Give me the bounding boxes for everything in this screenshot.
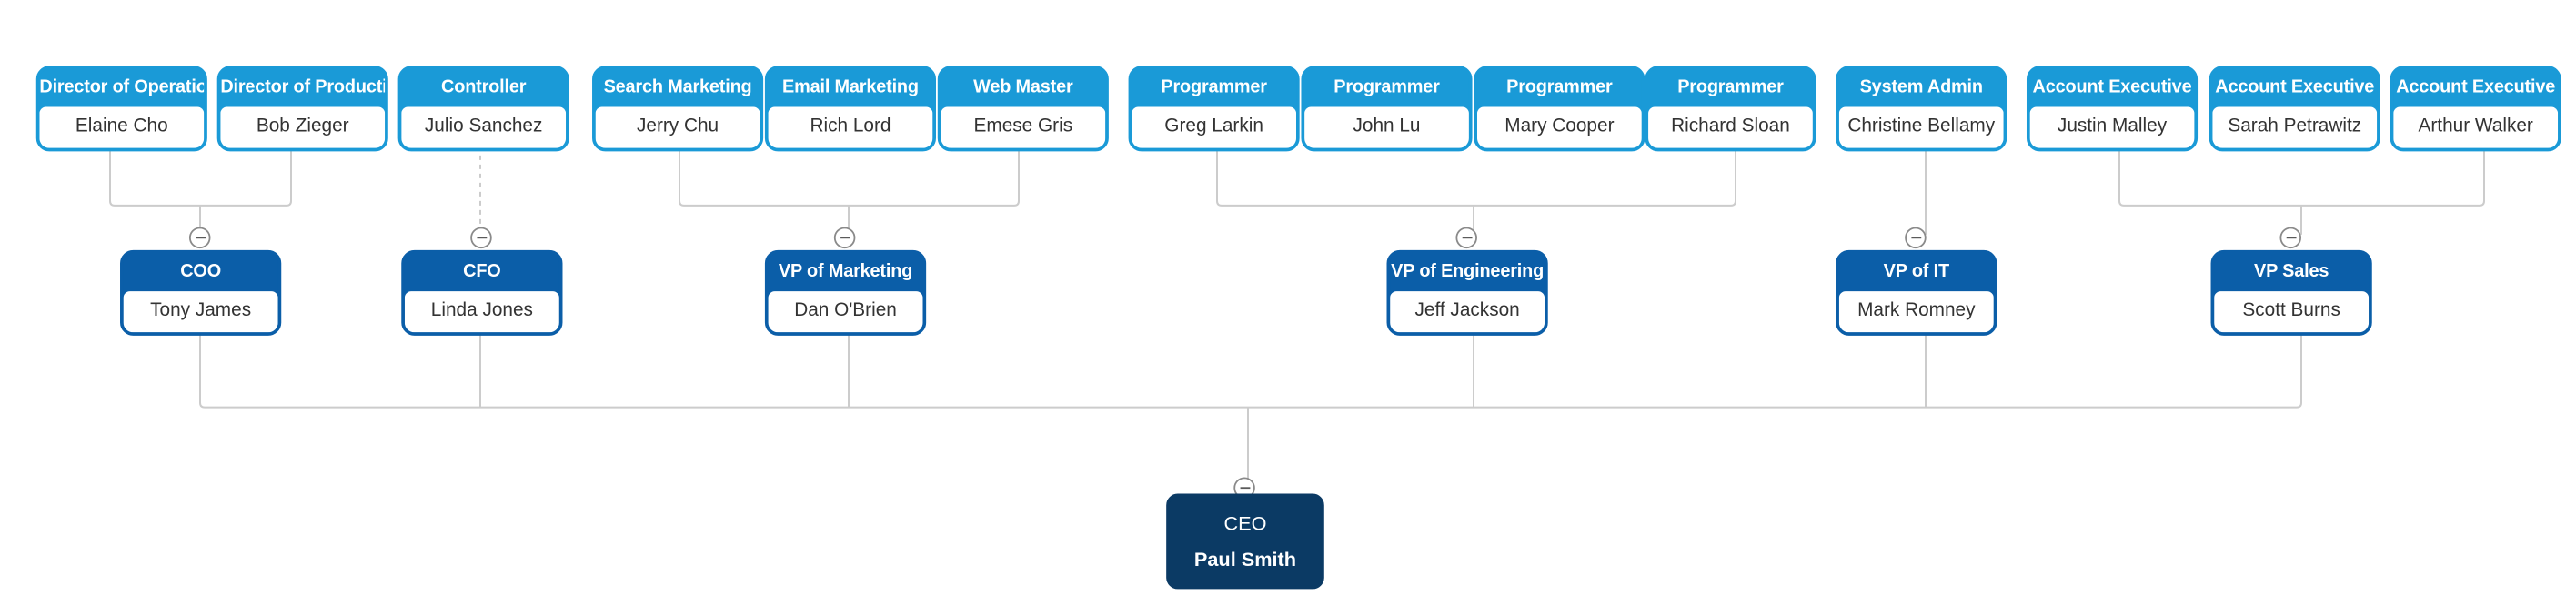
- node-title: Programmer: [1476, 68, 1642, 107]
- node-title: VP of Engineering: [1390, 253, 1545, 292]
- collapse-toggle-vp-sales[interactable]: [2279, 227, 2301, 249]
- node-name: Jeff Jackson: [1390, 291, 1545, 333]
- node-title: Account Executive: [2212, 68, 2378, 107]
- collapse-toggle-vp-engineering[interactable]: [1455, 227, 1477, 249]
- node-title: Programmer: [1648, 68, 1813, 107]
- node-title: CFO: [404, 253, 559, 292]
- node-name: Mark Romney: [1838, 291, 1994, 333]
- node-card-coo[interactable]: COO Tony James: [120, 249, 282, 336]
- node-card-account-executive-2[interactable]: Account Executive Sarah Petrawitz: [2209, 66, 2380, 152]
- node-name: Richard Sloan: [1648, 106, 1813, 148]
- node-name: Justin Malley: [2029, 106, 2195, 148]
- collapse-toggle-vp-it[interactable]: [1905, 227, 1927, 249]
- node-title: Web Master: [941, 68, 1106, 107]
- node-title: Account Executive: [2029, 68, 2195, 107]
- node-name: Paul Smith: [1193, 548, 1297, 571]
- node-title: VP Sales: [2214, 253, 2370, 292]
- node-title: COO: [123, 253, 278, 292]
- node-card-controller[interactable]: Controller Julio Sanchez: [397, 66, 569, 152]
- node-name: Sarah Petrawitz: [2212, 106, 2378, 148]
- node-name: John Lu: [1304, 106, 1469, 148]
- node-title: Search Marketing: [595, 68, 760, 107]
- node-card-system-admin[interactable]: System Admin Christine Bellamy: [1836, 66, 2007, 152]
- node-title: Email Marketing: [768, 68, 933, 107]
- node-card-programmer-4[interactable]: Programmer Richard Sloan: [1645, 66, 1816, 152]
- node-card-search-marketing[interactable]: Search Marketing Jerry Chu: [592, 66, 764, 152]
- node-title: VP of Marketing: [768, 253, 923, 292]
- node-card-vp-sales[interactable]: VP Sales Scott Burns: [2210, 249, 2372, 336]
- node-title: Director of Operations: [39, 68, 205, 107]
- collapse-toggle-cfo[interactable]: [470, 227, 492, 249]
- node-name: Elaine Cho: [39, 106, 205, 148]
- node-name: Christine Bellamy: [1838, 106, 2004, 148]
- node-title: VP of IT: [1838, 253, 1994, 292]
- node-name: Arthur Walker: [2393, 106, 2559, 148]
- node-name: Scott Burns: [2214, 291, 2370, 333]
- node-title: Account Executive: [2393, 68, 2559, 107]
- node-name: Rich Lord: [768, 106, 933, 148]
- node-title: CEO: [1223, 511, 1267, 535]
- node-title: Director of Production: [220, 68, 386, 107]
- node-name: Julio Sanchez: [401, 106, 567, 148]
- node-card-programmer-2[interactable]: Programmer John Lu: [1301, 66, 1473, 152]
- node-card-ceo[interactable]: CEO Paul Smith: [1166, 493, 1324, 590]
- node-card-vp-of-engineering[interactable]: VP of Engineering Jeff Jackson: [1386, 249, 1548, 336]
- node-card-account-executive-3[interactable]: Account Executive Arthur Walker: [2390, 66, 2561, 152]
- node-title: Controller: [401, 68, 567, 107]
- node-name: Dan O'Brien: [768, 291, 923, 333]
- node-card-vp-of-marketing[interactable]: VP of Marketing Dan O'Brien: [764, 249, 927, 336]
- node-name: Jerry Chu: [595, 106, 760, 148]
- node-card-cfo[interactable]: CFO Linda Jones: [401, 249, 563, 336]
- node-name: Tony James: [123, 291, 278, 333]
- node-name: Mary Cooper: [1476, 106, 1642, 148]
- node-card-programmer-3[interactable]: Programmer Mary Cooper: [1474, 66, 1645, 152]
- node-card-programmer-1[interactable]: Programmer Greg Larkin: [1128, 66, 1300, 152]
- node-title: System Admin: [1838, 68, 2004, 107]
- collapse-toggle-coo[interactable]: [188, 227, 211, 249]
- collapse-toggle-vp-marketing[interactable]: [833, 227, 856, 249]
- node-card-vp-of-it[interactable]: VP of IT Mark Romney: [1836, 249, 1997, 336]
- node-card-account-executive-1[interactable]: Account Executive Justin Malley: [2026, 66, 2199, 152]
- node-card-web-master[interactable]: Web Master Emese Gris: [937, 66, 1109, 152]
- node-name: Linda Jones: [404, 291, 559, 333]
- connector-ceo-bus: [199, 334, 2303, 409]
- node-title: Programmer: [1132, 68, 1297, 107]
- node-card-email-marketing[interactable]: Email Marketing Rich Lord: [764, 66, 936, 152]
- node-name: Emese Gris: [941, 106, 1106, 148]
- node-card-director-of-operations[interactable]: Director of Operations Elaine Cho: [35, 66, 207, 152]
- node-card-director-of-production[interactable]: Director of Production Bob Zieger: [216, 66, 388, 152]
- node-title: Programmer: [1304, 68, 1469, 107]
- node-name: Bob Zieger: [220, 106, 386, 148]
- node-name: Greg Larkin: [1132, 106, 1297, 148]
